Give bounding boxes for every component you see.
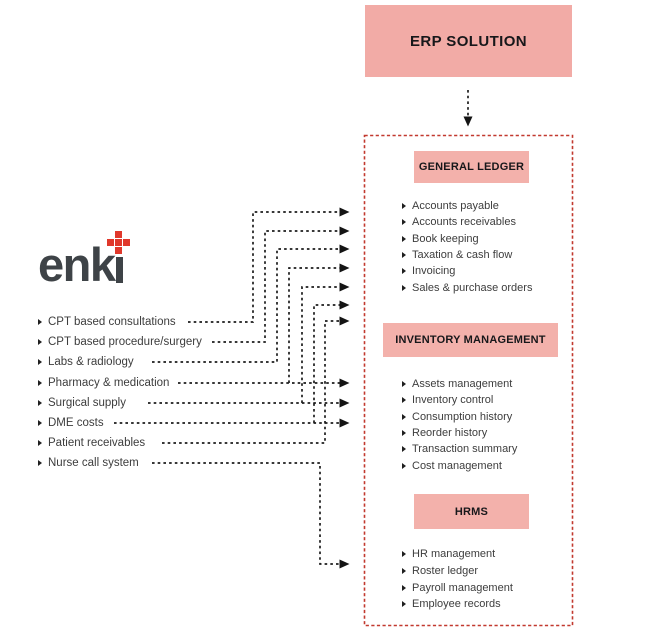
item-label: Accounts payable xyxy=(412,200,499,213)
item-label: Book keeping xyxy=(412,232,479,245)
list-item: Assets management xyxy=(402,376,570,392)
triangle-bullet-icon xyxy=(402,413,406,420)
triangle-bullet-icon xyxy=(402,568,406,575)
item-label: Assets management xyxy=(412,378,513,391)
triangle-bullet-icon xyxy=(402,235,406,242)
triangle-bullet-icon xyxy=(402,219,406,226)
triangle-bullet-icon xyxy=(38,420,42,427)
item-label: Employee records xyxy=(412,598,501,611)
triangle-bullet-icon xyxy=(402,462,406,469)
item-label: Nurse call system xyxy=(48,457,139,470)
erp-solution-box: ERP SOLUTION xyxy=(365,5,572,77)
list-item: Consumption history xyxy=(402,409,570,425)
item-label: Payroll management xyxy=(412,581,513,594)
logo-plus-icon xyxy=(107,231,130,254)
item-label: Pharmacy & medication xyxy=(48,376,170,389)
triangle-bullet-icon xyxy=(38,399,42,406)
triangle-bullet-icon xyxy=(402,584,406,591)
triangle-bullet-icon xyxy=(402,284,406,291)
item-label: Invoicing xyxy=(412,265,456,278)
item-label: Consumption history xyxy=(412,410,513,423)
list-item: Transaction summary xyxy=(402,441,570,457)
dme-branch-to-general-ledger-connector xyxy=(313,300,350,423)
list-item: Roster ledger xyxy=(402,563,570,580)
receivables-to-general-ledger-connector xyxy=(162,316,350,444)
item-label: Reorder history xyxy=(412,427,488,440)
list-item: Labs & radiology xyxy=(38,352,268,372)
item-label: CPT based consultations xyxy=(48,316,176,329)
triangle-bullet-icon xyxy=(402,551,406,558)
item-label: CPT based procedure/surgery xyxy=(48,336,202,349)
item-label: Labs & radiology xyxy=(48,356,134,369)
item-label: Roster ledger xyxy=(412,565,479,578)
item-label: Accounts receivables xyxy=(412,216,516,229)
item-label: Taxation & cash flow xyxy=(412,249,513,262)
item-label: Transaction summary xyxy=(412,443,518,456)
list-item: Reorder history xyxy=(402,425,570,441)
list-item: Taxation & cash flow xyxy=(402,247,570,263)
section-title: INVENTORY MANAGEMENT xyxy=(395,334,546,346)
triangle-bullet-icon xyxy=(402,430,406,437)
pharmacy-branch-to-general-ledger-connector xyxy=(288,263,350,383)
item-label: Cost management xyxy=(412,459,502,472)
section-header-hrms: HRMS xyxy=(414,494,529,529)
list-item: Inventory control xyxy=(402,392,570,408)
item-label: Surgical supply xyxy=(48,396,126,409)
triangle-bullet-icon xyxy=(38,359,42,366)
triangle-bullet-icon xyxy=(402,203,406,210)
triangle-bullet-icon xyxy=(402,252,406,259)
triangle-bullet-icon xyxy=(402,268,406,275)
cpt-consultations-to-general-ledger-connector xyxy=(188,207,350,323)
section-title: GENERAL LEDGER xyxy=(418,161,525,173)
triangle-bullet-icon xyxy=(38,339,42,346)
item-label: DME costs xyxy=(48,417,104,430)
list-item: Nurse call system xyxy=(38,453,268,473)
triangle-bullet-icon xyxy=(38,440,42,447)
enki-logo: enk xyxy=(38,229,148,291)
triangle-bullet-icon xyxy=(402,446,406,453)
triangle-bullet-icon xyxy=(402,601,406,608)
triangle-bullet-icon xyxy=(38,379,42,386)
list-item: Surgical supply xyxy=(38,393,268,413)
section-header-general-ledger: GENERAL LEDGER xyxy=(414,151,529,183)
triangle-bullet-icon xyxy=(402,397,406,404)
erp-modules-dashed-border xyxy=(363,134,574,627)
list-item: Cost management xyxy=(402,457,570,473)
cpt-procedure-to-general-ledger-connector xyxy=(212,226,350,343)
list-item: DME costs xyxy=(38,413,268,433)
section-header-inventory-management: INVENTORY MANAGEMENT xyxy=(383,323,558,357)
logo-i-stem xyxy=(116,257,123,283)
list-item: Payroll management xyxy=(402,579,570,596)
item-label: HR management xyxy=(412,548,496,561)
list-item: Patient receivables xyxy=(38,433,268,453)
list-item: Sales & purchase orders xyxy=(402,279,570,295)
list-item: Invoicing xyxy=(402,263,570,279)
section-title: HRMS xyxy=(454,505,489,518)
item-label: Sales & purchase orders xyxy=(412,281,533,294)
list-item: CPT based consultations xyxy=(38,312,268,332)
surgical-branch-to-general-ledger-connector xyxy=(301,282,350,403)
triangle-bullet-icon xyxy=(38,319,42,326)
labs-radiology-to-general-ledger-connector xyxy=(152,244,350,363)
list-item: CPT based procedure/surgery xyxy=(38,332,268,352)
nurse-call-to-hrms-connector xyxy=(152,462,350,569)
triangle-bullet-icon xyxy=(402,381,406,388)
list-item: HR management xyxy=(402,546,570,563)
list-item: Book keeping xyxy=(402,231,570,247)
item-label: Inventory control xyxy=(412,394,494,407)
enki-logo-text: enk xyxy=(38,238,116,291)
erp-solution-title: ERP SOLUTION xyxy=(409,32,528,50)
list-item: Employee records xyxy=(402,596,570,613)
item-label: Patient receivables xyxy=(48,437,146,450)
triangle-bullet-icon xyxy=(38,460,42,467)
list-item: Accounts payable xyxy=(402,198,570,214)
list-item: Pharmacy & medication xyxy=(38,373,268,393)
list-item: Accounts receivables xyxy=(402,214,570,230)
